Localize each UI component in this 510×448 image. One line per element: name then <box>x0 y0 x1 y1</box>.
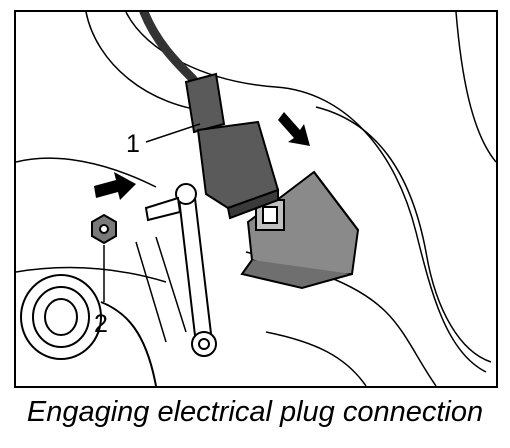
electrical-plug <box>184 72 280 220</box>
leader-lines <box>103 123 201 302</box>
nut <box>91 213 117 245</box>
figure-frame: 1 2 <box>14 10 498 388</box>
arrow-down-right-icon <box>278 112 310 146</box>
body-contours <box>16 12 496 386</box>
figure-caption: Engaging electrical plug connection <box>26 396 484 428</box>
sensor-housing <box>240 170 360 290</box>
mechanical-illustration <box>16 12 496 386</box>
axle-joint <box>20 274 157 386</box>
coupling-rod <box>144 183 217 357</box>
callout-2: 2 <box>94 310 108 338</box>
arrow-right-icon <box>94 172 136 200</box>
callout-1: 1 <box>126 130 140 158</box>
